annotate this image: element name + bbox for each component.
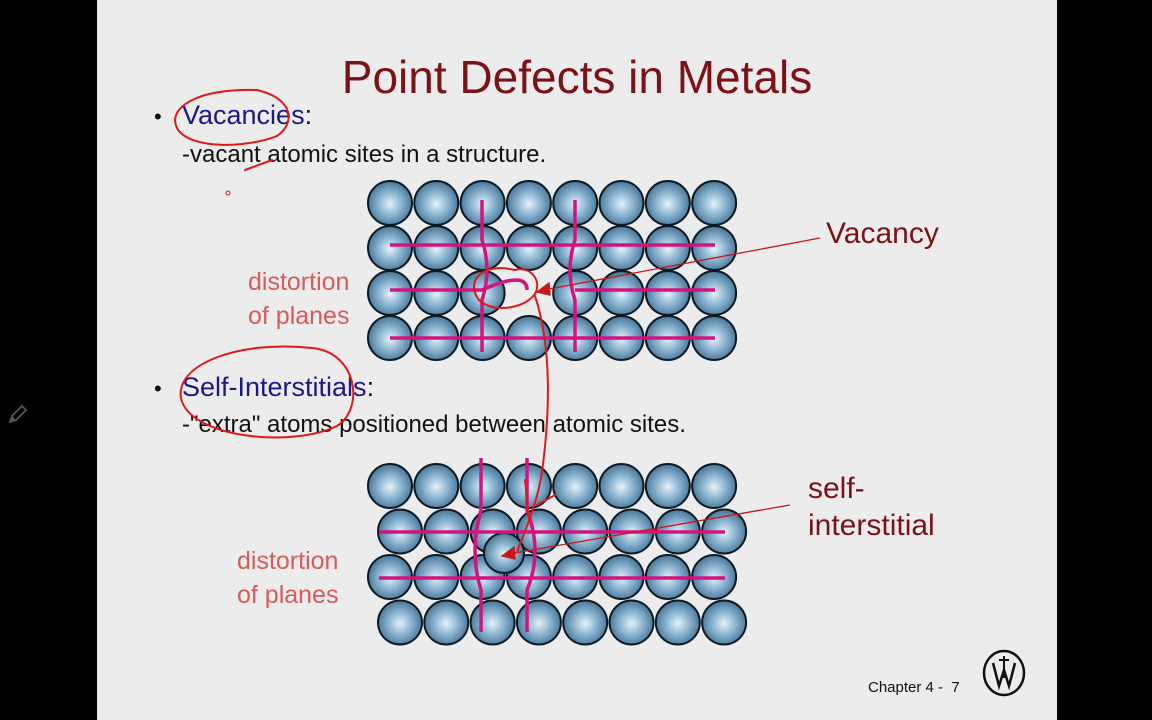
atom: [413, 463, 460, 509]
handwritten-annotations: [174, 88, 556, 553]
bullet-interstitials: • Self-Interstitials:: [154, 372, 375, 403]
strike-mark: [244, 159, 273, 171]
interstitial-callout: self- interstitial: [808, 470, 935, 544]
atom: [552, 463, 599, 509]
vacancies-description: -vacant atomic sites in a structure.: [182, 141, 547, 168]
atom: [691, 463, 738, 509]
slide-title: Point Defects in Metals: [341, 51, 813, 103]
distortion-label-line2: of planes: [237, 581, 339, 609]
bullet-colon: :: [304, 100, 313, 130]
atom: [691, 270, 738, 316]
bullet-dot: •: [154, 376, 162, 401]
atom: [598, 225, 645, 271]
vacancy-callout: Vacancy: [826, 217, 939, 250]
wiley-logo-icon: [982, 649, 1026, 697]
atom: [515, 599, 562, 646]
atom: [562, 599, 609, 646]
atom: [505, 463, 552, 509]
atom: [505, 180, 552, 226]
slide: Point Defects in Metals •Vacancies: -vac…: [97, 0, 1057, 720]
atom: [654, 599, 701, 646]
bullet-dot: •: [154, 104, 162, 129]
bullet-colon: :: [366, 372, 375, 402]
interstitials-description: -"extra" atoms positioned between atomic…: [182, 411, 686, 438]
atom: [367, 225, 413, 271]
interstitials-circle: [179, 345, 355, 439]
bullet-term-interstitials: Self-Interstitials: [182, 372, 367, 402]
plane-line: [390, 278, 715, 292]
distortion-label-line1: distortion: [237, 547, 339, 575]
atom: [701, 599, 748, 646]
atom: [644, 463, 691, 509]
distortion-label-line1: distortion: [248, 268, 350, 296]
vacancy-site-circle: [473, 267, 539, 309]
atom: [608, 599, 655, 646]
interstitial-arrow-line: [508, 504, 791, 555]
pen-icon[interactable]: [6, 402, 30, 426]
atom: [644, 270, 691, 316]
interstitial-lattice: [367, 463, 748, 646]
atom: [598, 180, 645, 226]
lattice-diagrams: [174, 88, 821, 646]
atom: [367, 463, 413, 509]
atom: [367, 270, 413, 316]
atom: [413, 270, 460, 316]
chapter-label: Chapter 4 -: [868, 679, 944, 696]
vacancies-circle: [174, 88, 290, 146]
atom: [423, 599, 470, 646]
connector-stroke: [516, 295, 549, 553]
distortion-label-interstitial: distortion of planes: [237, 544, 338, 612]
atom: [469, 599, 516, 646]
atom: [413, 180, 460, 226]
atom: [413, 225, 460, 271]
atom: [598, 270, 645, 316]
atom: [598, 463, 645, 509]
interstitial-arrowhead: [500, 545, 516, 560]
interstitial-callout-line2: interstitial: [808, 509, 935, 542]
plane-line: [568, 200, 577, 352]
stray-dot: [225, 190, 231, 196]
distortion-label-line2: of planes: [248, 302, 350, 330]
atom: [644, 180, 691, 226]
atom: [505, 225, 552, 271]
vacancy-arrowhead: [535, 281, 551, 296]
atom: [691, 180, 738, 226]
distortion-label-vacancy: distortion of planes: [248, 265, 349, 333]
vacancy-lattice: [367, 180, 738, 361]
atom: [367, 180, 413, 226]
atom: [691, 225, 738, 271]
callout-arrows: [500, 237, 821, 560]
page-number: 7: [951, 679, 960, 696]
interstitial-callout-line1: self-: [808, 472, 865, 505]
connector-stroke: [524, 479, 556, 521]
atom: [377, 599, 423, 646]
vacancy-arrow-line: [543, 237, 821, 291]
footer-chapter: Chapter 4 - 7: [868, 679, 960, 696]
plane-line: [473, 458, 483, 632]
